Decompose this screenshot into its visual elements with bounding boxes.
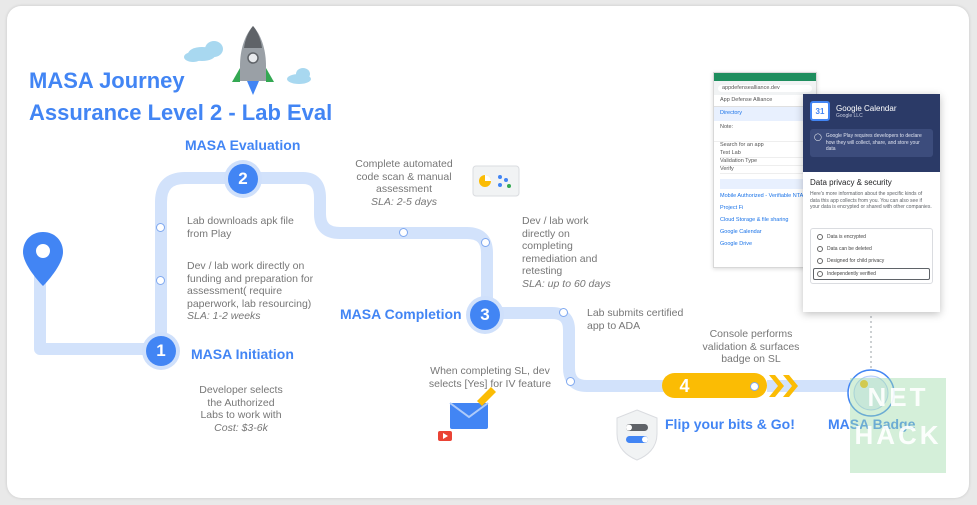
journey-path-line xyxy=(34,172,672,392)
note-submits-cert: Lab submits certified app to ADA xyxy=(587,307,684,332)
node-dot xyxy=(750,382,759,391)
masa-journey-diagram: MASA Journey Assurance Level 2 - Lab Eva… xyxy=(7,6,969,498)
node-dot xyxy=(156,223,165,232)
phone-link[interactable]: Google Calendar xyxy=(720,229,762,235)
note-remediation: Dev / lab work directly on completing re… xyxy=(522,215,611,290)
chevron-1-icon xyxy=(769,375,784,397)
phone-filter-bar xyxy=(720,179,810,189)
page-title: MASA Journey xyxy=(29,68,185,93)
cloud-left-icon xyxy=(184,41,223,62)
phone-row: Validation Type xyxy=(720,158,810,166)
note-cost: Cost: $3-6k xyxy=(214,421,268,434)
note-sla-1-2: SLA: 1-2 weeks xyxy=(187,310,261,322)
privacy-developer: Google LLC xyxy=(836,112,863,119)
phone-url: appdefensealliance.dev xyxy=(718,84,812,92)
phone-tab-directory: Directory xyxy=(714,107,816,121)
phone-row: Test Lab xyxy=(720,150,810,158)
note-lab-downloads: Lab downloads apk file from Play xyxy=(187,215,294,240)
step-2-label: MASA Evaluation xyxy=(185,137,301,153)
node-dot xyxy=(481,238,490,247)
privacy-item: Designed for child privacy xyxy=(817,255,926,267)
child-icon xyxy=(817,258,823,264)
page-subtitle: Assurance Level 2 - Lab Eval xyxy=(29,100,333,125)
location-pin-icon xyxy=(23,232,63,286)
privacy-app-name: Google Calendar xyxy=(836,103,897,113)
note-automated-scan: Complete automated code scan & manual as… xyxy=(355,158,453,208)
node-dot xyxy=(399,228,408,237)
journey-path xyxy=(23,26,895,461)
step-4-number: 4 xyxy=(679,376,690,396)
shield-toggle-icon xyxy=(616,409,658,461)
phone-header: App Defense Alliance xyxy=(714,95,816,107)
note-sla-60: SLA: up to 60 days xyxy=(522,277,611,290)
step-1-label: MASA Initiation xyxy=(191,346,294,362)
node-dot xyxy=(156,276,165,285)
check-icon xyxy=(817,271,823,277)
phone-note: Note: xyxy=(720,124,734,130)
privacy-card-header: 31 Google Calendar Google LLC ◯ Google P… xyxy=(803,94,940,172)
node-dot xyxy=(566,377,575,386)
step-2-badge: 2 xyxy=(228,164,258,194)
phone-row: Verify xyxy=(720,166,810,174)
phone-status-bar xyxy=(714,73,816,81)
nethack-watermark: NET HACK xyxy=(850,378,946,473)
masa-badge-icon xyxy=(847,369,895,417)
email-icon xyxy=(438,387,496,441)
privacy-card: 31 Google Calendar Google LLC ◯ Google P… xyxy=(803,94,940,312)
note-developer-selects: Developer selects the Authorized Labs to… xyxy=(199,384,283,434)
phone-search-label: Search for an app xyxy=(714,141,816,149)
privacy-item: Data is encrypted xyxy=(817,231,926,243)
privacy-banner-text: Google Play requires developers to decla… xyxy=(825,133,922,152)
directory-phone-screenshot: appdefensealliance.dev App Defense Allia… xyxy=(713,72,817,268)
rocket-icon xyxy=(232,26,274,95)
note-sla-2-5: SLA: 2-5 days xyxy=(371,195,437,208)
step-3-badge: 3 xyxy=(470,300,500,330)
phone-link[interactable]: Google Drive xyxy=(720,241,753,247)
privacy-item-verified: Independently verified xyxy=(813,268,930,280)
note-completing-sl: When completing SL, dev selects [Yes] fo… xyxy=(428,365,552,390)
phone-link[interactable]: Mobile Authorized - Verifiable NTA xyxy=(720,193,804,199)
phone-link[interactable]: Cloud Storage & file sharing xyxy=(720,217,789,223)
step-4-bar xyxy=(662,373,767,398)
lock-icon xyxy=(817,234,823,240)
privacy-item: Data can be deleted xyxy=(817,243,926,255)
trash-icon xyxy=(817,246,823,252)
cloud-right-icon xyxy=(287,68,311,84)
calendar-app-icon: 31 xyxy=(810,101,830,121)
masa-badge-label: MASA Badge xyxy=(828,416,916,432)
phone-link[interactable]: Project Fi xyxy=(720,205,744,211)
privacy-body: Here's more information about the specif… xyxy=(810,191,932,210)
shield-small-icon: ◯ xyxy=(814,134,822,141)
chevron-2-icon xyxy=(783,375,798,397)
step-4-label: Flip your bits & Go! xyxy=(665,416,795,432)
node-dot xyxy=(559,308,568,317)
privacy-banner: ◯ Google Play requires developers to dec… xyxy=(810,129,933,157)
note-console: Console performs validation & surfaces b… xyxy=(702,328,800,365)
phone-url-bar: appdefensealliance.dev xyxy=(714,81,816,95)
privacy-heading: Data privacy & security xyxy=(810,178,892,187)
step-3-label: MASA Completion xyxy=(340,306,462,322)
step-1-badge: 1 xyxy=(146,336,176,366)
note-dev-lab-work: Dev / lab work directly on funding and p… xyxy=(187,260,314,322)
scan-report-icon xyxy=(472,165,520,197)
